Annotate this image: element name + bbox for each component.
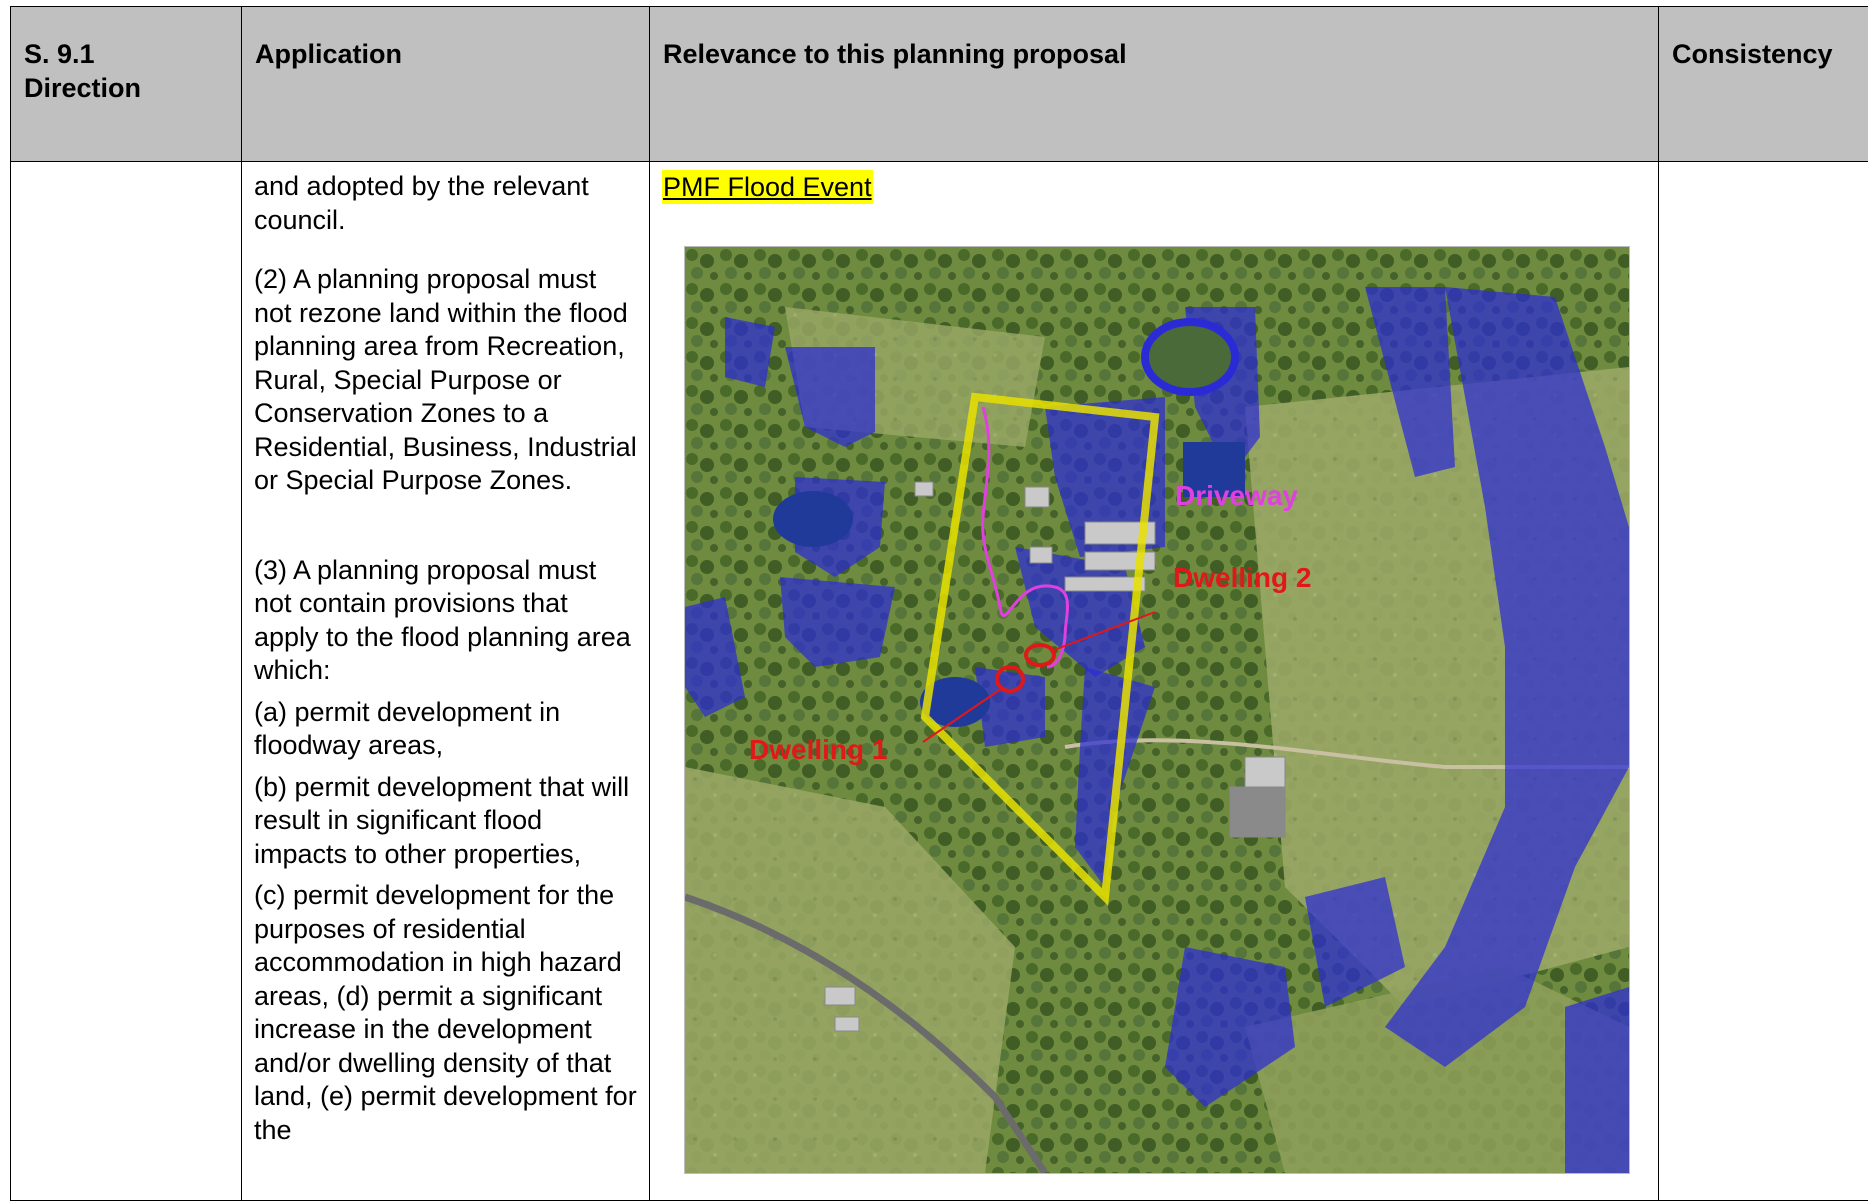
driveway-label: Driveway bbox=[1175, 480, 1298, 511]
application-cell: and adopted by the relevant council. (2)… bbox=[242, 162, 650, 1201]
document-page: S. 9.1 Direction Application Relevance t… bbox=[0, 0, 1868, 1162]
table-header-row: S. 9.1 Direction Application Relevance t… bbox=[11, 7, 1868, 162]
consistency-cell bbox=[1659, 162, 1868, 1201]
direction-cell bbox=[11, 162, 242, 1201]
pmf-flood-event-caption: PMF Flood Event bbox=[662, 170, 873, 204]
header-direction-text: S. 9.1 Direction bbox=[24, 37, 174, 105]
s91-direction-table: S. 9.1 Direction Application Relevance t… bbox=[10, 6, 1868, 1201]
flood-map-image: Driveway Dwelling 2 Dwelling 1 bbox=[685, 247, 1629, 1173]
header-relevance: Relevance to this planning proposal bbox=[650, 7, 1659, 162]
application-paragraph: (a) permit development in floodway areas… bbox=[254, 696, 637, 763]
dwelling-1-label: Dwelling 1 bbox=[749, 734, 887, 765]
application-paragraph: (3) A planning proposal must not contain… bbox=[254, 554, 637, 688]
application-paragraph: (c) permit development for the purposes … bbox=[254, 879, 637, 1147]
pond bbox=[773, 491, 853, 547]
pond bbox=[1145, 322, 1235, 392]
application-paragraph: and adopted by the relevant council. bbox=[254, 170, 637, 237]
dwelling-2-label: Dwelling 2 bbox=[1173, 562, 1311, 593]
header-direction: S. 9.1 Direction bbox=[11, 7, 242, 162]
header-consistency: Consistency bbox=[1659, 7, 1868, 162]
table-row: and adopted by the relevant council. (2)… bbox=[11, 162, 1868, 1201]
relevance-cell: PMF Flood Event bbox=[650, 162, 1659, 1201]
flood-map: Driveway Dwelling 2 Dwelling 1 bbox=[684, 246, 1630, 1174]
application-paragraph: (b) permit development that will result … bbox=[254, 771, 637, 872]
application-paragraph: (2) A planning proposal must not rezone … bbox=[254, 263, 637, 498]
header-application: Application bbox=[242, 7, 650, 162]
